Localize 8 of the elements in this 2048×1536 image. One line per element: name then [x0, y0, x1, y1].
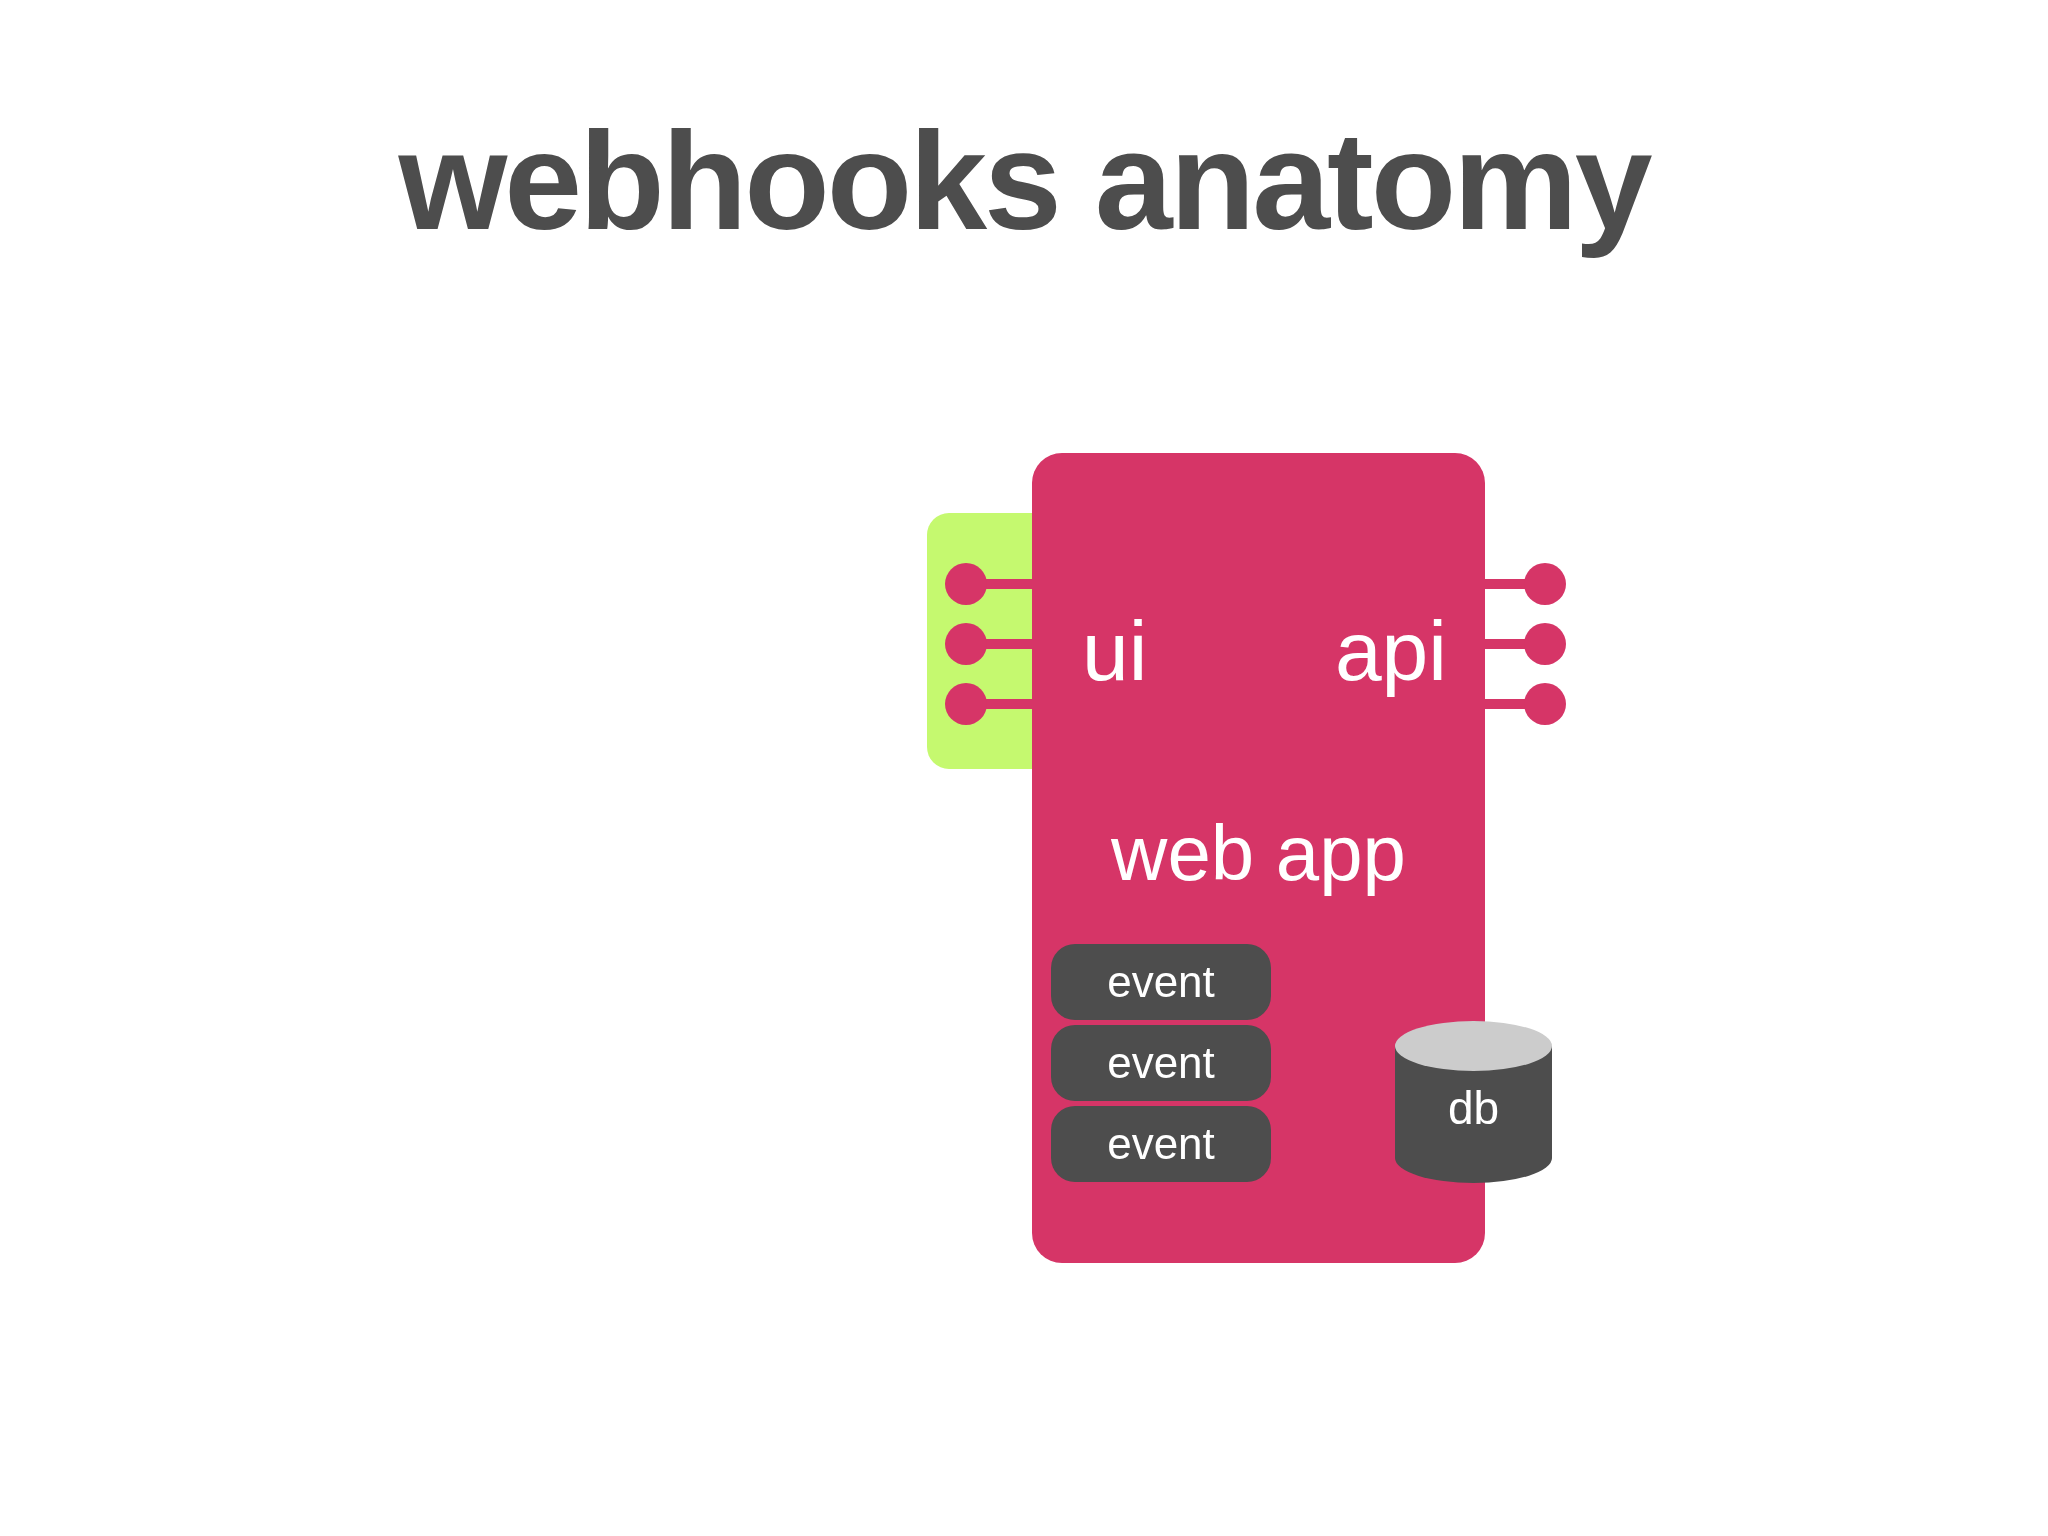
- app-title: web app: [1110, 808, 1407, 899]
- db-label: db: [1446, 1081, 1501, 1135]
- event-pill: event: [1051, 1106, 1271, 1182]
- event-pill: event: [1051, 1025, 1271, 1101]
- ui-label: ui: [1082, 603, 1148, 700]
- api-label: api: [1334, 603, 1447, 700]
- event-pill: event: [1051, 944, 1271, 1020]
- title: webhooks anatomy: [397, 101, 1652, 261]
